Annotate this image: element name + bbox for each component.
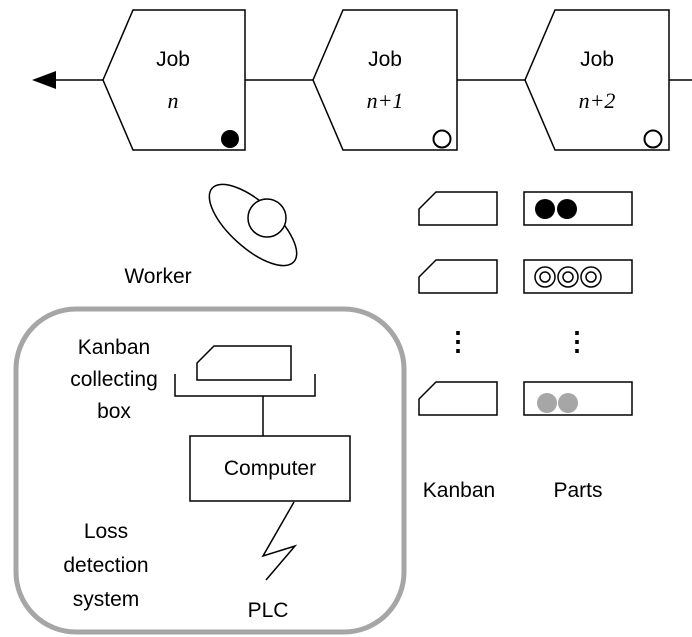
job-label: Job xyxy=(156,48,190,71)
job-status-empty-dot xyxy=(643,129,663,149)
job-card-n-plus-2: Job n+2 xyxy=(524,9,670,151)
job-label: Job xyxy=(368,48,402,71)
job-card-n: Job n xyxy=(102,9,246,151)
job-index: n+2 xyxy=(579,88,616,113)
parts-container xyxy=(523,381,633,416)
flow-line xyxy=(32,71,692,89)
computer-label: Computer xyxy=(224,457,316,480)
system-label-line-1: Loss xyxy=(84,520,128,543)
parts-column-ellipsis: ⋮ xyxy=(564,326,590,356)
kanban-card xyxy=(418,381,498,416)
system-label-line-3: system xyxy=(73,588,140,611)
job-index: n+1 xyxy=(367,88,404,113)
part-dot xyxy=(537,393,557,413)
part-dot xyxy=(557,199,577,219)
collecting-box-label-line-1: Kanban xyxy=(78,336,150,359)
kanban-card xyxy=(196,345,292,381)
kanban-column-label: Kanban xyxy=(423,479,495,502)
part-dot xyxy=(534,266,556,288)
collecting-box-label-line-2: collecting xyxy=(70,368,158,391)
job-index: n xyxy=(168,88,179,113)
kanban-card xyxy=(418,259,498,294)
part-dot xyxy=(558,393,578,413)
computer-box: Computer xyxy=(189,435,351,502)
kanban-column-ellipsis: ⋮ xyxy=(445,326,471,356)
kanban-collecting-box xyxy=(174,345,316,397)
job-status-filled-dot xyxy=(221,130,239,148)
job-label: Job xyxy=(580,48,614,71)
parts-container xyxy=(523,191,633,226)
plc-connection-zigzag xyxy=(261,501,298,581)
worker-label: Worker xyxy=(124,265,191,288)
collecting-box-label-line-3: box xyxy=(97,400,131,423)
kanban-card xyxy=(418,191,498,226)
flow-arrow-head xyxy=(32,71,56,89)
job-card-n-plus-1: Job n+1 xyxy=(312,9,458,151)
loss-detection-system-frame xyxy=(13,306,407,635)
plc-label: PLC xyxy=(248,599,289,622)
job-status-empty-dot xyxy=(432,129,452,149)
worker-icon xyxy=(208,183,298,267)
parts-container xyxy=(523,259,633,294)
part-dot xyxy=(535,199,555,219)
parts-column-label: Parts xyxy=(553,479,602,502)
system-label-line-2: detection xyxy=(63,554,148,577)
part-dot xyxy=(580,266,602,288)
part-dot xyxy=(557,266,579,288)
